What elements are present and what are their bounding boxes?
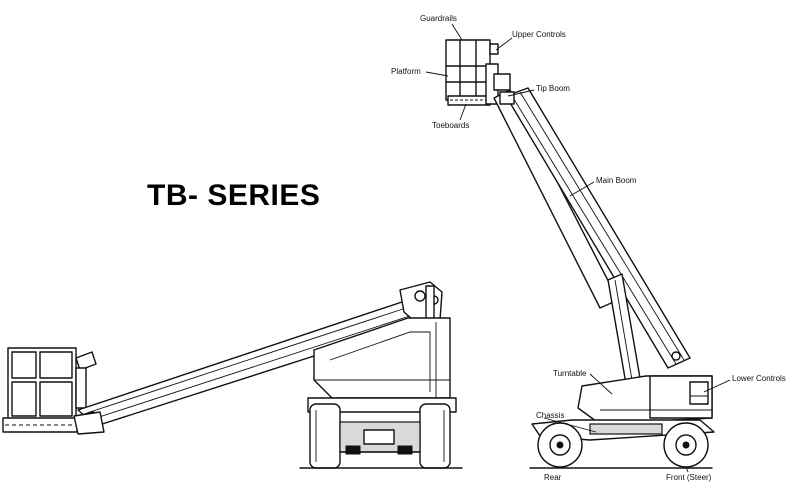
label-lower-controls: Lower Controls [732,374,786,383]
label-front-steer: Front (Steer) [666,473,712,482]
series-title: TB- SERIES [147,179,321,212]
raised-boom [493,87,691,385]
raised-lift-drawing [425,23,731,473]
raised-turntable [577,375,713,425]
raised-chassis [531,419,715,468]
label-tip-boom: Tip Boom [536,84,570,93]
label-chassis: Chassis [536,411,565,420]
stowed-platform [2,347,97,433]
label-guardrails: Guardrails [420,14,457,23]
label-platform: Platform [391,67,421,76]
stowed-lift-drawing [2,281,463,469]
raised-platform [445,39,511,106]
label-rear: Rear [544,473,562,482]
leader-lines [425,23,731,473]
label-turntable: Turntable [553,369,587,378]
stowed-chassis [307,397,457,469]
label-toeboards: Toeboards [432,121,470,130]
label-main-boom: Main Boom [596,176,637,185]
label-upper-controls: Upper Controls [512,30,566,39]
stowed-main-boom [73,281,443,435]
